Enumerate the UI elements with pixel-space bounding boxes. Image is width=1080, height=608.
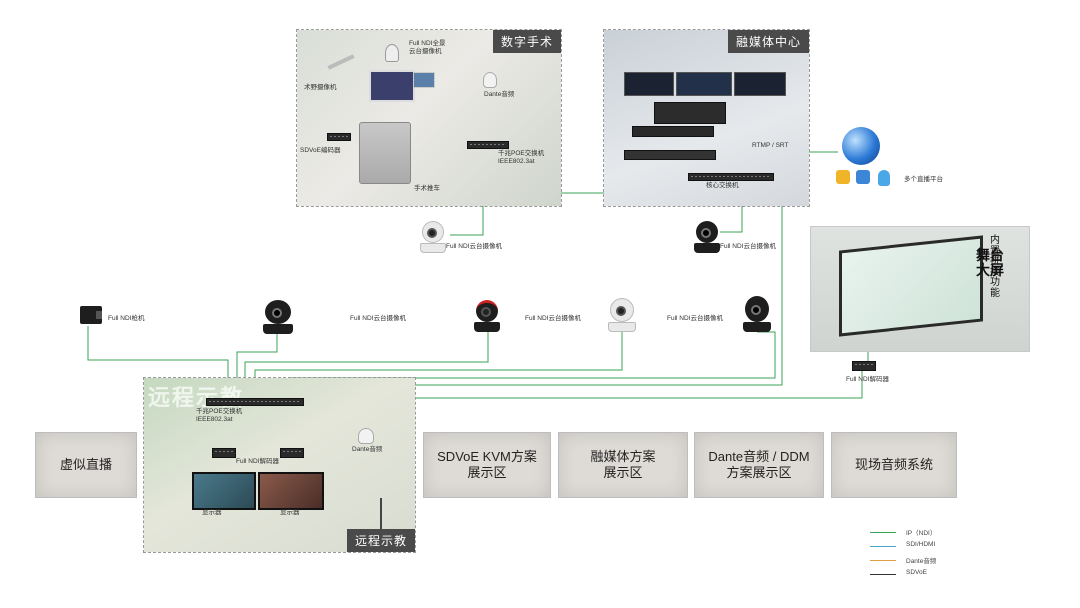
ptz-3-label: Full NDI云台摄像机: [667, 315, 723, 322]
cart-side-monitor-image: [413, 72, 435, 88]
dante-mic-surgery-icon: [483, 72, 497, 88]
line-ptz-left: [236, 332, 278, 396]
rtmp-srt-label: RTMP / SRT: [752, 142, 789, 149]
surgical-cart-image: [359, 122, 411, 184]
ptz-under-surgery-label: Full NDI云台摄像机: [446, 243, 502, 250]
box-camera-label: Full NDI枪机: [108, 315, 145, 322]
box-camera-lens-icon: [96, 311, 102, 319]
zone-virtual-live-label: 虚似直播: [59, 456, 112, 472]
ceiling-ptz-camera-icon: [385, 44, 399, 62]
ptz-camera-media-icon: [694, 221, 720, 253]
internet-globe-icon: [842, 127, 880, 165]
ptz-1-label: Full NDI云台摄像机: [350, 315, 406, 322]
monitor-1-image: [192, 472, 256, 510]
legend-label-sdvoe: SDVoE: [906, 569, 927, 576]
digital-surgery-title: 数字手术: [492, 30, 561, 53]
zone-sdvoe-kvm: SDVoE KVM方案 展示区: [423, 432, 551, 498]
dante-mic-remote-icon: [358, 428, 374, 444]
line-stage-decoder: [298, 368, 863, 399]
poe-switch-remote-label: 千兆POE交换机 IEEE802.3at: [196, 408, 243, 423]
stage-decoder-icon: [852, 361, 876, 371]
poe-switch-remote-icon: [206, 398, 304, 406]
zone-media-solution: 融媒体方案 展示区: [558, 432, 688, 498]
tripod-image: [380, 498, 382, 548]
zone-sdvoe-kvm-label: SDVoE KVM方案 展示区: [437, 448, 537, 480]
digital-surgery-panel: 数字手术: [296, 29, 562, 207]
box-camera-icon: [80, 306, 102, 324]
zone-live-audio: 现场音频系统: [831, 432, 957, 498]
legend-line-sdvoe: [870, 574, 896, 575]
surgical-camera-label: 术野摄像机: [304, 84, 337, 91]
decoder-remote-2-icon: [280, 448, 304, 458]
remote-teaching-background: [144, 378, 415, 552]
legend-item-dante: Dante音频: [870, 555, 980, 567]
monitor-2-image: [258, 472, 324, 510]
sdvoe-encoder-label: SDVoE编码器: [300, 147, 341, 154]
poe-switch-surgery-label: 千兆POE交换机 IEEE802.3at: [498, 150, 545, 165]
dante-mic-surgery-label: Dante音频: [484, 91, 515, 98]
media-monitor-2-image: [676, 72, 732, 96]
live-platform-2-icon: [856, 170, 870, 184]
legend-item-sdi: SDI/HDMI: [870, 541, 980, 553]
stitching-label: 内置拼接功能: [990, 235, 1000, 299]
line-core-remote: [289, 175, 783, 396]
legend-label-sdi: SDI/HDMI: [906, 541, 936, 548]
remote-teaching-panel: 远程示教 远程示教: [143, 377, 416, 553]
legend-item-ip: IP（NDI）: [870, 527, 980, 539]
dante-mic-remote-label: Dante音频: [352, 446, 383, 453]
zone-dante-ddm: Dante音频 / DDM 方案展示区: [694, 432, 824, 498]
surgical-cart-label: 手术推车: [414, 185, 440, 192]
legend-label-ip: IP（NDI）: [906, 530, 937, 537]
legend-line-sdi: [870, 546, 896, 547]
ptz-camera-red-icon: [474, 300, 500, 332]
media-rack-image: [624, 150, 716, 160]
ptz-under-media-label: Full NDI云台摄像机: [720, 243, 776, 250]
monitor-1-label: 显示器: [202, 509, 222, 516]
digital-surgery-background: [297, 30, 561, 206]
decoder-stage-label: Full NDI解码器: [846, 376, 889, 383]
remote-teaching-title: 远程示教: [346, 529, 415, 552]
ptz-camera-left-icon: [263, 300, 293, 334]
legend-item-sdvoe: SDVoE: [870, 569, 980, 581]
zone-virtual-live: 虚似直播: [35, 432, 137, 498]
live-platform-3-icon: [878, 170, 890, 186]
core-switch-icon: [688, 173, 774, 181]
sdvoe-encoder-icon: [327, 133, 351, 141]
full-ndi-ptz-ceiling-label: Full NDI全景 云台摄像机: [409, 40, 446, 55]
core-switch-label: 核心交换机: [706, 182, 739, 189]
stage-screen-label: 舞台大屏: [976, 247, 1004, 279]
media-console-image: [632, 126, 714, 137]
media-monitor-3-image: [734, 72, 786, 96]
media-switcher-image: [654, 102, 726, 124]
decoder-remote-label: Full NDI解码器: [236, 458, 279, 465]
legend-label-dante: Dante音频: [906, 558, 937, 565]
line-ptz3: [290, 331, 776, 379]
zone-live-audio-label: 现场音频系统: [854, 456, 933, 472]
zone-media-solution-label: 融媒体方案 展示区: [590, 448, 656, 480]
live-platform-1-icon: [836, 170, 850, 184]
media-center-title: 融媒体中心: [727, 30, 809, 53]
poe-switch-surgery-icon: [467, 141, 509, 149]
cart-monitor-image: [369, 70, 415, 102]
media-monitor-1-image: [624, 72, 674, 96]
ptz-camera-surgery-icon: [420, 221, 446, 253]
monitor-2-label: 显示器: [280, 509, 300, 516]
multi-platform-label: 多个直播平台: [904, 176, 943, 183]
stage-big-screen-image: [839, 235, 983, 337]
zone-dante-ddm-label: Dante音频 / DDM 方案展示区: [708, 448, 810, 480]
ptz-camera-white-icon: [608, 298, 636, 332]
legend-line-dante: [870, 560, 896, 561]
stage-screen-panel: [810, 226, 1030, 352]
decoder-remote-1-icon: [212, 448, 236, 458]
legend-line-ip: [870, 532, 896, 533]
ptz-2-label: Full NDI云台摄像机: [525, 315, 581, 322]
media-center-panel: 融媒体中心: [603, 29, 810, 207]
ptz-camera-right-icon: [743, 296, 771, 332]
